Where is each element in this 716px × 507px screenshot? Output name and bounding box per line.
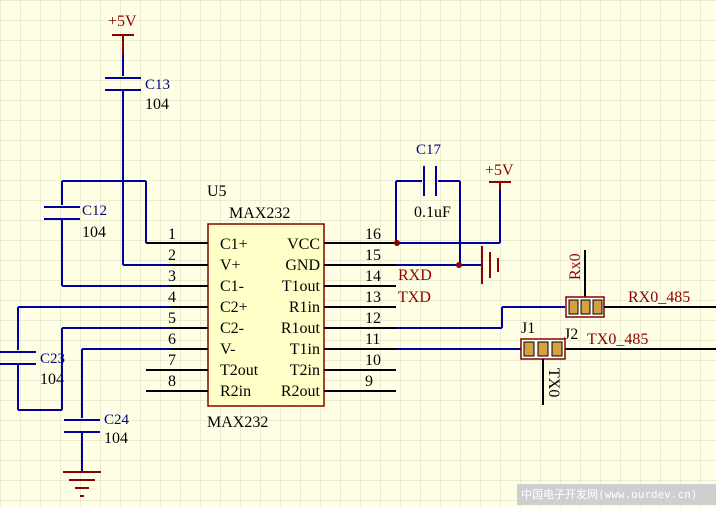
jumper-j1: J1 TX0 <box>520 320 566 405</box>
c12-value: 104 <box>82 224 106 241</box>
pin-8-name: R2in <box>220 383 251 400</box>
pin-14-number: 14 <box>365 268 381 285</box>
junction-dot <box>394 240 400 246</box>
pin-2-number: 2 <box>168 247 176 264</box>
power-5v-right: +5V <box>485 162 514 243</box>
net-txd: TXD <box>398 289 431 306</box>
pin-9-number: 9 <box>365 373 373 390</box>
c24-ref: C24 <box>104 412 130 428</box>
pin-12-name: R1out <box>281 320 321 337</box>
rx0-label: Rx0 <box>567 253 584 280</box>
c17-value: 0.1uF <box>414 204 451 221</box>
net-rx0-485: RX0_485 <box>628 289 690 306</box>
pin-1-number: 1 <box>168 226 176 243</box>
junction-dot <box>456 262 462 268</box>
pin-5-number: 5 <box>168 310 176 327</box>
pin-6-number: 6 <box>168 331 176 348</box>
c13-value: 104 <box>145 96 169 113</box>
power-5v-top-label: +5V <box>108 13 137 30</box>
pin-16-name: VCC <box>287 236 320 253</box>
tx0-label: TX0 <box>545 368 562 397</box>
capacitor-c17: C17 0.1uF <box>414 142 451 221</box>
ground-icon <box>481 246 499 284</box>
net-tx0-485: TX0_485 <box>587 331 648 348</box>
pin-4-name: C2+ <box>220 299 248 316</box>
pin-3-name: C1- <box>220 278 244 295</box>
ground-icon <box>63 471 101 497</box>
pin-10-name: T2in <box>290 362 320 379</box>
power-5v-right-label: +5V <box>485 162 514 179</box>
pin-6-name: V- <box>220 341 235 358</box>
watermark-bg <box>517 484 716 505</box>
c13-ref: C13 <box>145 77 170 93</box>
pin-1-name: C1+ <box>220 236 248 253</box>
c17-ref: C17 <box>416 142 442 158</box>
pin-10-number: 10 <box>365 352 381 369</box>
pin-15-name: GND <box>285 257 320 274</box>
c23-ref: C23 <box>40 351 65 367</box>
ic-ref: U5 <box>207 183 227 200</box>
power-5v-top: +5V <box>108 13 137 55</box>
pin-4-number: 4 <box>168 289 176 306</box>
capacitor-c13: C13 104 <box>105 77 170 113</box>
ic-left-pins: 1 2 3 4 5 6 7 8 C1+ V+ C1- C2+ C2- V- T2… <box>146 226 259 400</box>
pin-14-name: T1out <box>282 278 321 295</box>
ic-right-pins: 16 15 14 13 12 11 10 9 VCC GND T1out R1i… <box>281 226 396 400</box>
pin-16-number: 16 <box>365 226 381 243</box>
ic-part-bottom: MAX232 <box>207 414 268 431</box>
capacitor-c24: C24 104 <box>64 412 130 447</box>
ic-part-top: MAX232 <box>229 205 290 222</box>
pin-11-number: 11 <box>365 331 380 348</box>
pin-5-name: C2- <box>220 320 244 337</box>
pin-11-name: T1in <box>290 341 320 358</box>
c23-value: 104 <box>40 371 64 388</box>
pin-3-number: 3 <box>168 268 176 285</box>
j2-label: J2 <box>564 326 578 343</box>
j1-label: J1 <box>521 320 535 337</box>
pin-12-number: 12 <box>365 310 381 327</box>
pin-15-number: 15 <box>365 247 381 264</box>
c24-value: 104 <box>104 430 128 447</box>
capacitor-c23: C23 104 <box>0 351 65 388</box>
ic-body <box>207 223 325 407</box>
pin-7-number: 7 <box>168 352 176 369</box>
pin-9-name: R2out <box>281 383 321 400</box>
pin-13-number: 13 <box>365 289 381 306</box>
watermark-text: 中国电子开发网(www.ourdev.cn) <box>521 487 697 501</box>
net-rxd: RXD <box>398 267 432 284</box>
c12-ref: C12 <box>82 203 107 219</box>
pin-7-name: T2out <box>220 362 259 379</box>
pin-13-name: R1in <box>289 299 320 316</box>
jumper-j2: J2 Rx0 <box>564 250 605 343</box>
pin-2-name: V+ <box>220 257 241 274</box>
pin-8-number: 8 <box>168 373 176 390</box>
